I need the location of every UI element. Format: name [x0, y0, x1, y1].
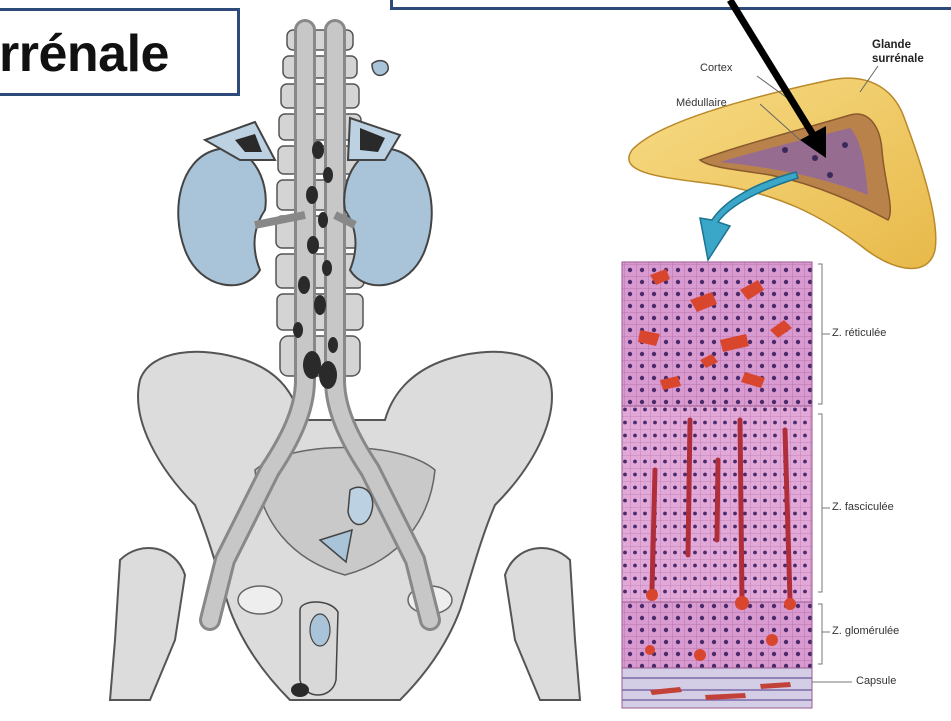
histology-section [622, 262, 812, 708]
left-femur [110, 548, 185, 700]
right-femur [505, 548, 580, 700]
label-zone-glomerulee: Z. glomérulée [832, 625, 899, 637]
label-zone-reticulee: Z. réticulée [832, 327, 886, 339]
adrenal-gland-drawing [622, 0, 936, 708]
label-glande: Glande [872, 38, 911, 52]
left-kidney [178, 148, 266, 285]
right-kidney [344, 148, 432, 285]
anatomy-drawing [110, 30, 580, 700]
label-capsule: Capsule [856, 675, 896, 687]
label-cortex: Cortex [700, 62, 732, 74]
label-medullaire: Médullaire [676, 97, 727, 109]
label-zone-fasciculee: Z. fasciculée [832, 501, 894, 513]
label-surrenale: surrénale [872, 52, 924, 66]
